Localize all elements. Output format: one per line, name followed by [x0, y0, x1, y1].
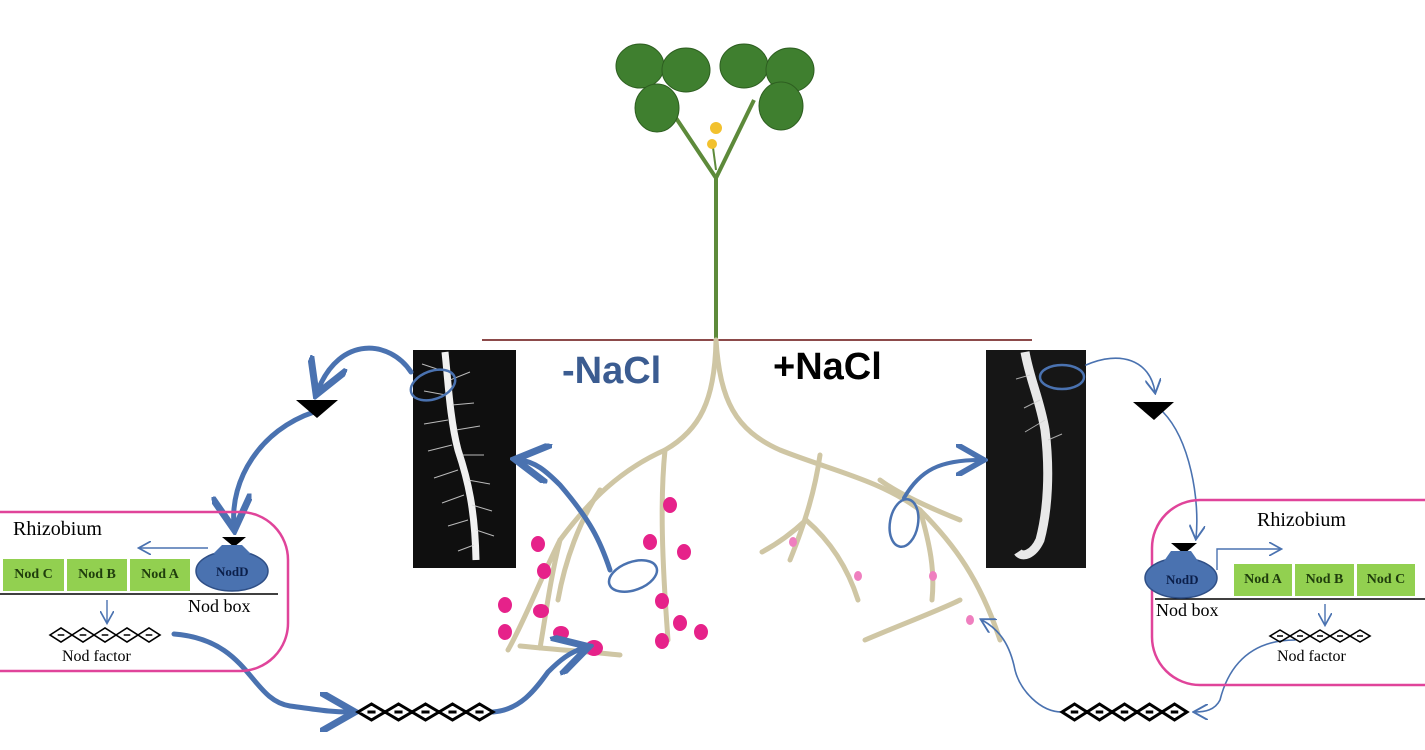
root-system — [505, 337, 1003, 658]
minus-nacl-label: -NaCl — [562, 350, 662, 392]
nod-factor-chain-icon — [48, 627, 162, 643]
callout-ellipse-left-photo — [409, 368, 457, 402]
right-leaf-icon — [719, 43, 815, 131]
nodd-binding-site-right — [1164, 551, 1198, 561]
nod-factor-chain-icon — [1268, 629, 1372, 643]
nodules-minus-nacl — [498, 497, 708, 656]
callout-ellipse-left-root — [607, 559, 659, 593]
clover-plant — [615, 43, 815, 340]
root-hair-photo-right — [986, 350, 1086, 568]
gene-box-right-3: Nod C — [1356, 563, 1416, 597]
nod-factor-chains — [48, 627, 1372, 722]
nod-box-label-left: Nod box — [188, 596, 251, 616]
callout-ellipse-right-photo — [1038, 363, 1086, 391]
nod-box-label-right: Nod box — [1156, 600, 1219, 620]
nod-factor-chain-icon — [355, 702, 496, 722]
nodd-arrow-right — [1216, 549, 1280, 570]
plus-nacl-label: +NaCl — [773, 346, 882, 388]
callout-ellipse-right-root — [888, 497, 920, 549]
rhizobium-cell-right — [1150, 498, 1425, 687]
gene-box-right-1: Nod A — [1233, 563, 1293, 597]
nodules-plus-nacl — [789, 537, 974, 625]
arrows-plus-nacl — [902, 357, 1296, 712]
nod-factor-label-left: Nod factor — [62, 648, 131, 665]
nodd-label-left: NodD — [216, 564, 249, 579]
rhizobium-label-left: Rhizobium — [13, 518, 102, 540]
flavonoid-triangle-icon — [222, 537, 246, 547]
root-hair-photo-left — [413, 350, 516, 568]
nodd-binding-site-left — [213, 545, 251, 554]
nod-factor-label-right: Nod factor — [1277, 648, 1346, 665]
flavonoid-triangle-icon — [1133, 402, 1174, 420]
gene-box-left-1: Nod C — [2, 558, 65, 592]
flower-icon — [707, 122, 722, 149]
gene-box-right-2: Nod B — [1294, 563, 1355, 597]
flavonoid-triangle-icon — [1171, 543, 1197, 554]
nodd-label-right: NodD — [1166, 572, 1199, 587]
gene-box-left-3: Nod A — [129, 558, 191, 592]
left-leaf-icon — [615, 43, 711, 133]
nod-factor-chain-icon — [1059, 702, 1190, 722]
arrows-minus-nacl — [171, 345, 613, 712]
rhizobium-cell-left — [0, 510, 290, 673]
flavonoid-triangle-icon — [296, 400, 338, 418]
gene-box-left-2: Nod B — [66, 558, 128, 592]
rhizobium-label-right: Rhizobium — [1257, 509, 1346, 531]
